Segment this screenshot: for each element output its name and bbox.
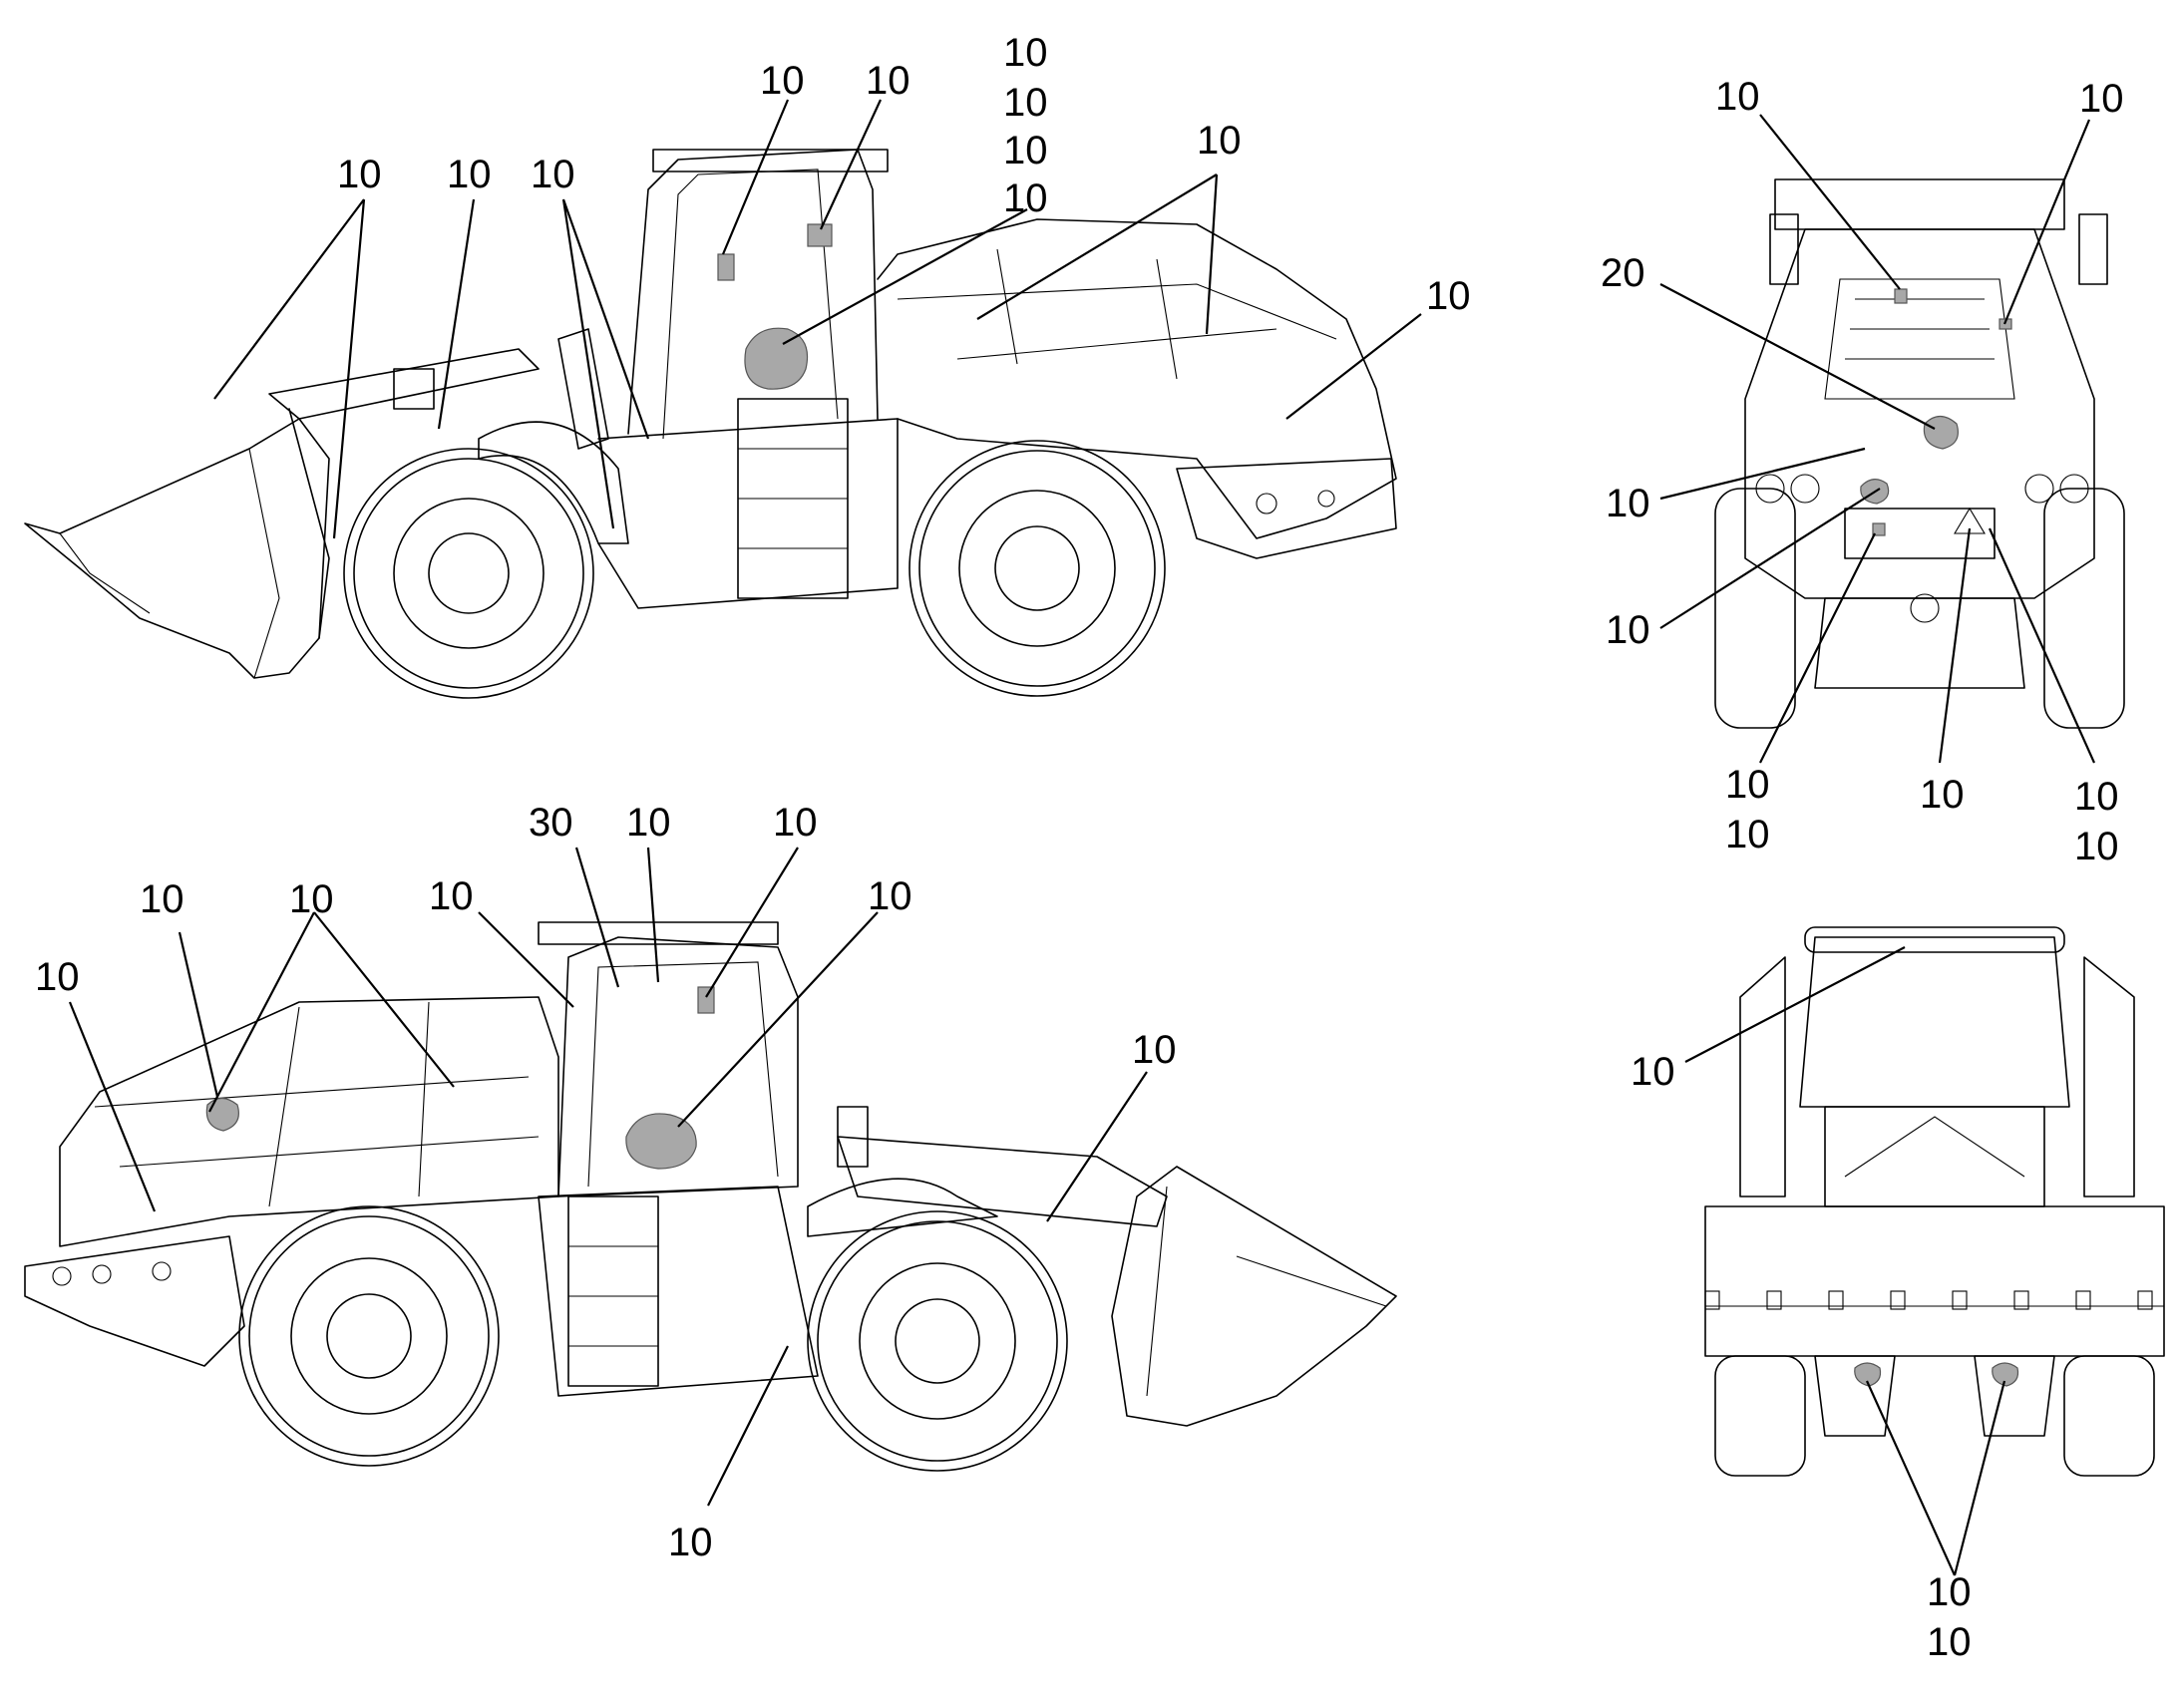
label-cab-stack-2: 10 bbox=[1003, 81, 1048, 125]
loader-rear-view: 10 10 20 10 10 10 10 10 10 10 bbox=[1601, 75, 2125, 868]
loader-front-view: 10 10 10 bbox=[1631, 926, 2165, 1664]
label-rear-bottom-right-1: 10 bbox=[2074, 775, 2119, 819]
label-lift-arm: 10 bbox=[447, 153, 492, 196]
label-cab-door: 10 bbox=[773, 801, 818, 845]
label-cab-window-right: 10 bbox=[866, 59, 910, 103]
loader-right-side-view: 10 10 10 30 10 10 10 10 10 10 bbox=[24, 801, 1397, 1564]
label-lift-arm: 10 bbox=[1132, 1028, 1177, 1072]
label-front-axle-1: 10 bbox=[1927, 1570, 1972, 1614]
label-rear-bottom-left-1: 10 bbox=[1725, 763, 1770, 807]
label-front-frame: 10 bbox=[668, 1521, 713, 1564]
loader-left-side-view: 10 10 10 10 10 10 10 10 10 10 10 bbox=[24, 31, 1471, 699]
label-front-axle-2: 10 bbox=[1927, 1620, 1972, 1664]
label-rear-bottom-left-2: 10 bbox=[1725, 813, 1770, 856]
label-cab-lower: 10 bbox=[868, 874, 912, 918]
label-cab-pillar: 10 bbox=[429, 874, 474, 918]
label-counterweight: 10 bbox=[35, 955, 80, 999]
label-rear-mid: 10 bbox=[1606, 482, 1650, 525]
label-rear-20: 20 bbox=[1601, 251, 1645, 295]
label-cab-stack-3: 10 bbox=[1003, 129, 1048, 172]
label-engine-hood: 10 bbox=[1197, 119, 1242, 163]
label-rear-bottom-right-2: 10 bbox=[2074, 825, 2119, 868]
label-rear-bottom-center: 10 bbox=[1920, 773, 1965, 817]
label-hood-left: 10 bbox=[140, 877, 184, 921]
label-bucket-front: 10 bbox=[337, 153, 382, 196]
label-hood-right: 10 bbox=[289, 877, 334, 921]
label-front-cab: 10 bbox=[1631, 1050, 1675, 1094]
label-front-frame: 10 bbox=[531, 153, 575, 196]
label-cab-stack-1: 10 bbox=[1003, 31, 1048, 75]
bucket-teeth bbox=[1704, 1290, 2153, 1310]
label-rear-top-left: 10 bbox=[1715, 75, 1760, 119]
label-cab-stack-4: 10 bbox=[1003, 176, 1048, 220]
label-cab-window: 10 bbox=[626, 801, 671, 845]
label-rear-top-right: 10 bbox=[2079, 77, 2124, 121]
label-rear-counterweight: 10 bbox=[1426, 274, 1471, 318]
label-rear-lower: 10 bbox=[1606, 608, 1650, 652]
label-cab-30: 30 bbox=[529, 801, 573, 845]
label-cab-window-left: 10 bbox=[760, 59, 805, 103]
